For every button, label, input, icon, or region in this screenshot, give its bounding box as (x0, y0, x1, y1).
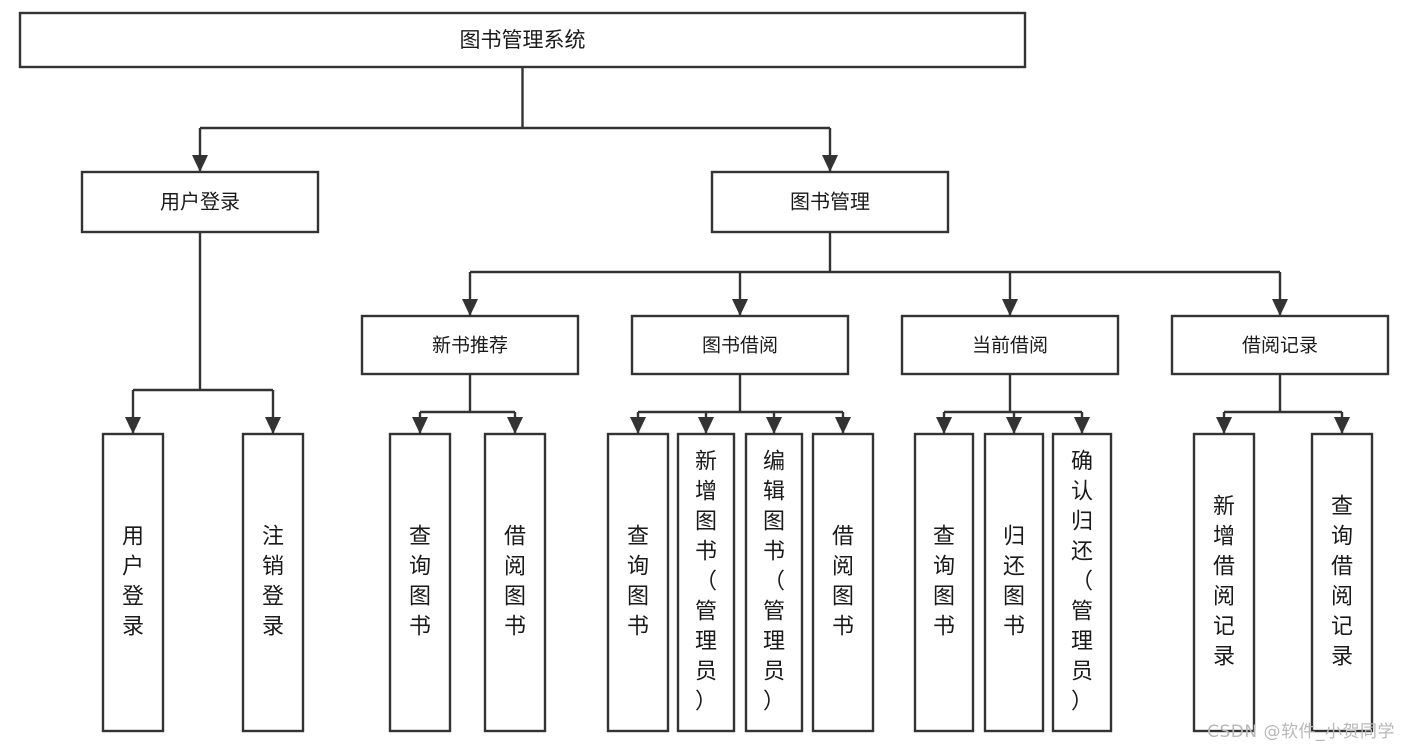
level3-node-new-book-recommend-rect (360, 314, 580, 376)
leaf-node-leaf-borrow-book-2[interactable]: 借阅图书 (811, 432, 875, 733)
leaf-node-rect (676, 432, 736, 733)
connector-arrowhead (462, 299, 478, 316)
connector-arrowhead (412, 417, 428, 434)
connector-arrowhead (1216, 417, 1232, 434)
connector-arrowhead (1272, 299, 1288, 316)
connector-arrowhead (265, 417, 281, 434)
leaf-node-leaf-add-record[interactable]: 新增借阅记录 (1192, 432, 1256, 733)
leaf-node-rect (1051, 432, 1113, 733)
watermark: CSDN @软件_小贺同学 (1207, 722, 1395, 742)
connector-arrowhead (1334, 417, 1350, 434)
level3-node-borrow-record-rect (1170, 314, 1390, 376)
leaf-node-leaf-query-record[interactable]: 查询借阅记录 (1310, 432, 1374, 733)
leaf-node-rect (388, 432, 452, 733)
leaf-node-label: 借阅图书 (832, 525, 854, 640)
leaf-node-label: 归还图书 (1003, 525, 1025, 640)
connector-arrowhead (507, 417, 523, 434)
level3-node-book-borrow[interactable]: 图书借阅 (630, 314, 850, 376)
connector-arrowhead (822, 155, 838, 172)
level3-node-book-borrow-label: 图书借阅 (702, 335, 778, 357)
level2-node-book-manage[interactable]: 图书管理 (710, 170, 950, 234)
connector-arrowhead (192, 155, 208, 172)
connector-arrowhead (835, 417, 851, 434)
connector-arrowhead (936, 417, 952, 434)
leaf-node-leaf-return-book[interactable]: 归还图书 (983, 432, 1045, 733)
level2-node-book-manage-rect (710, 170, 950, 234)
leaf-node-leaf-confirm-return[interactable]: 确认归还（管理员） (1051, 432, 1113, 733)
leaf-node-rect (1310, 432, 1374, 733)
leaf-node-label: 用户登录 (122, 525, 144, 640)
leaf-node-label: 注销登录 (262, 525, 284, 640)
leaf-node-rect (101, 432, 165, 733)
connector-arrowhead (1006, 417, 1022, 434)
leaf-node-leaf-user-login[interactable]: 用户登录 (101, 432, 165, 733)
level2-node-user-login-label: 用户登录 (160, 190, 240, 214)
connector-arrowhead (1002, 299, 1018, 316)
leaf-node-label: 确认归还（管理员） (1071, 450, 1093, 715)
level3-node-borrow-record[interactable]: 借阅记录 (1170, 314, 1390, 376)
level2-node-book-manage-label: 图书管理 (790, 190, 870, 214)
connector-arrowhead (630, 417, 646, 434)
level3-node-new-book-recommend-label: 新书推荐 (432, 335, 508, 357)
root-node-system-title-label: 图书管理系统 (460, 28, 586, 52)
leaf-node-label: 查询图书 (409, 525, 431, 640)
connector-arrowhead (698, 417, 714, 434)
leaf-node-rect (983, 432, 1045, 733)
leaf-node-leaf-borrow-book-1[interactable]: 借阅图书 (483, 432, 547, 733)
leaf-node-leaf-query-book-2[interactable]: 查询图书 (606, 432, 670, 733)
leaf-node-label: 新增借阅记录 (1213, 495, 1235, 670)
leaf-node-label: 查询借阅记录 (1331, 495, 1353, 670)
connector-arrowhead (125, 417, 141, 434)
leaf-node-rect (241, 432, 305, 733)
level3-node-current-borrow-label: 当前借阅 (972, 335, 1048, 357)
leaf-node-rect (744, 432, 804, 733)
leaf-node-rect (606, 432, 670, 733)
root-node-system-title[interactable]: 图书管理系统 (18, 11, 1027, 69)
leaf-node-leaf-edit-book[interactable]: 编辑图书（管理员） (744, 432, 804, 733)
connector-arrowhead (1074, 417, 1090, 434)
leaf-node-leaf-logout[interactable]: 注销登录 (241, 432, 305, 733)
connector-arrowhead (732, 299, 748, 316)
level2-node-user-login-rect (80, 170, 320, 234)
level2-node-user-login[interactable]: 用户登录 (80, 170, 320, 234)
level3-node-current-borrow[interactable]: 当前借阅 (900, 314, 1120, 376)
leaf-node-rect (483, 432, 547, 733)
leaf-node-label: 新增图书（管理员） (695, 450, 717, 715)
leaf-node-label: 查询图书 (627, 525, 649, 640)
leaf-node-leaf-query-book-3[interactable]: 查询图书 (913, 432, 975, 733)
leaf-node-leaf-add-book[interactable]: 新增图书（管理员） (676, 432, 736, 733)
leaf-node-label: 查询图书 (933, 525, 955, 640)
leaf-node-label: 编辑图书（管理员） (763, 450, 785, 715)
level3-node-current-borrow-rect (900, 314, 1120, 376)
connector-arrowhead (766, 417, 782, 434)
level3-node-book-borrow-rect (630, 314, 850, 376)
level3-node-new-book-recommend[interactable]: 新书推荐 (360, 314, 580, 376)
leaf-node-rect (913, 432, 975, 733)
leaf-node-leaf-query-book-1[interactable]: 查询图书 (388, 432, 452, 733)
leaf-node-rect (1192, 432, 1256, 733)
leaf-node-label: 借阅图书 (504, 525, 526, 640)
root-node-system-title-rect (18, 11, 1027, 69)
level3-node-borrow-record-label: 借阅记录 (1242, 335, 1318, 357)
leaf-node-rect (811, 432, 875, 733)
